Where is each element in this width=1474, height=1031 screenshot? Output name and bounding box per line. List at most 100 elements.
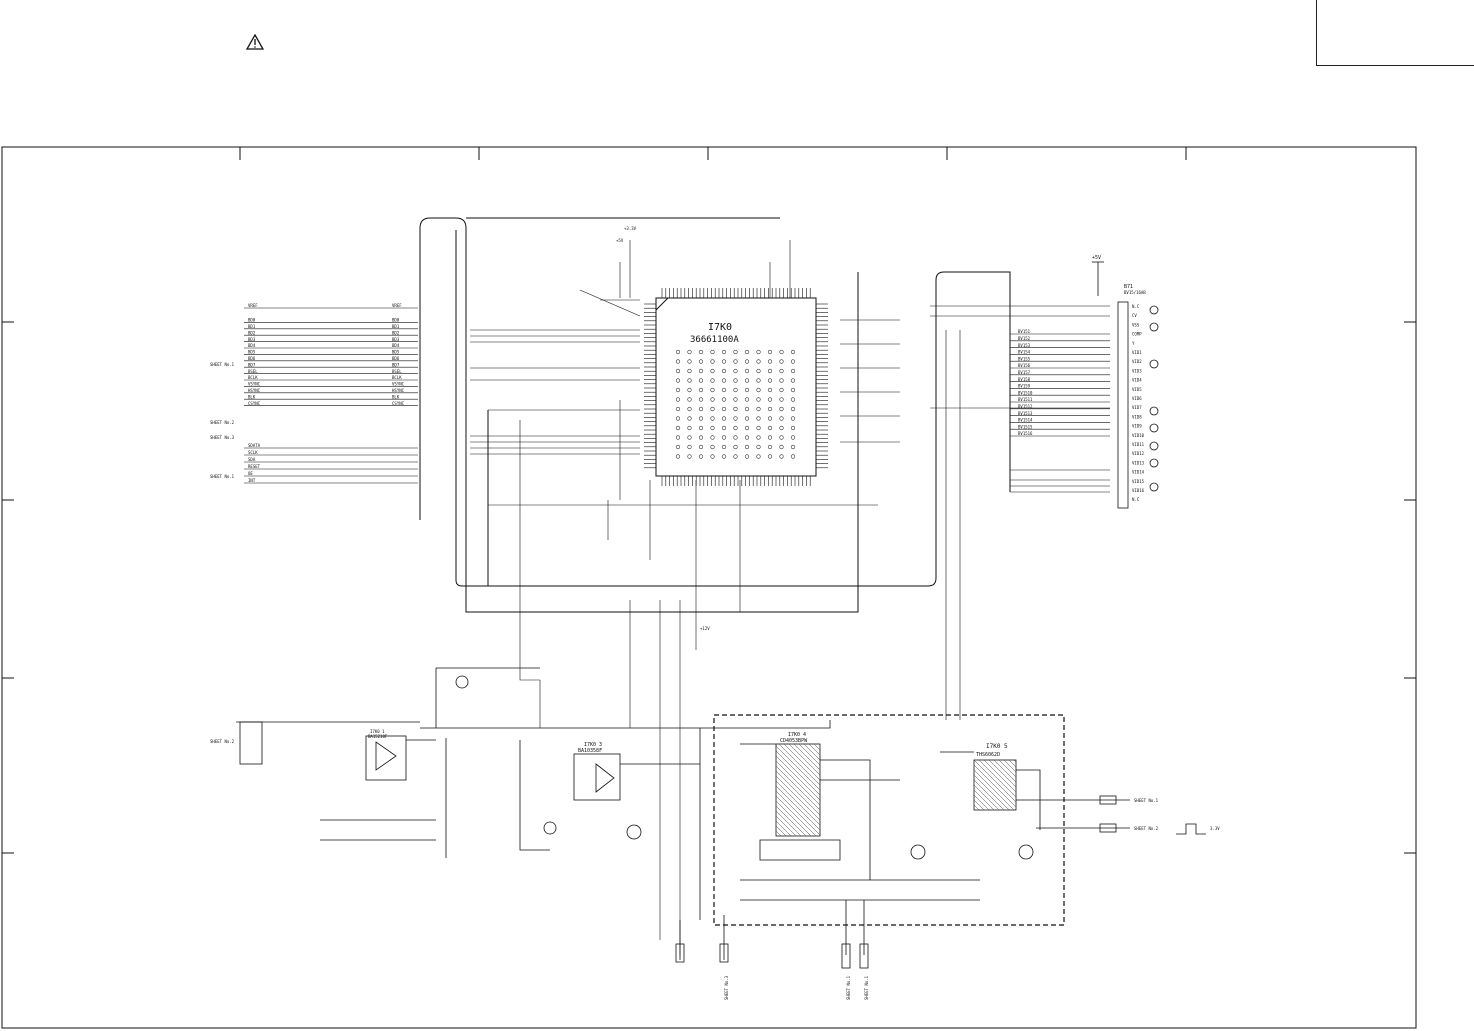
bga-ball [744, 397, 750, 402]
bga-ball [687, 406, 692, 412]
bga-ball [744, 378, 750, 383]
connector-pin-label: VID2 [1132, 359, 1142, 364]
bga-ball [767, 435, 773, 440]
bus-label: BV151 [1018, 329, 1031, 334]
bga-ball [687, 435, 692, 440]
bga-ball [744, 368, 750, 374]
bus-label: BV1516 [1018, 431, 1033, 436]
bga-ball [698, 359, 704, 364]
bga-ball [698, 368, 704, 374]
bga-ball [733, 378, 738, 383]
hatch-line [775, 785, 821, 831]
connector-ref: B71 [1124, 284, 1133, 290]
hatch-line [973, 759, 1017, 803]
bga-ball [721, 378, 727, 383]
title-block [1316, 0, 1474, 66]
bus-label: OE [248, 471, 253, 476]
bus-label: BV152 [1018, 336, 1031, 341]
bga-ball [744, 425, 750, 431]
bus-label: BV156 [1018, 363, 1031, 368]
bga-ball [675, 416, 681, 421]
bga-ball [710, 454, 715, 459]
bus-label: BD0 [248, 318, 256, 323]
ic1-part: BA15218F [368, 734, 388, 739]
hatch-line [775, 770, 821, 816]
bga-ball [767, 454, 773, 459]
bus-label: BV1511 [1018, 397, 1033, 402]
bga-ball [687, 425, 692, 431]
connector-pin-label: VID14 [1132, 470, 1145, 475]
bga-ball [733, 387, 738, 393]
bga-ball [687, 444, 692, 450]
hatch-line [788, 743, 821, 776]
bus-label: BV158 [1018, 377, 1031, 382]
bga-ball [675, 387, 681, 393]
connector-pin-label: VID15 [1132, 479, 1145, 484]
bga-ball [721, 349, 727, 355]
bga-ball [779, 406, 784, 412]
hatch-line [775, 825, 787, 837]
bga-ball [790, 349, 796, 355]
bga-ball [744, 387, 750, 393]
bga-ball [733, 454, 738, 459]
connector-pin-label: VID4 [1132, 378, 1142, 383]
bus-label: BD3 [392, 337, 400, 342]
bga-ball [733, 406, 738, 412]
bus-label: SDATA [248, 443, 261, 448]
drawing-frame [1, 146, 1417, 1029]
hatch-line [998, 759, 1017, 778]
sheet-label-5: SHEET No.2 [210, 739, 235, 744]
bga-ball [756, 416, 761, 421]
hatch-line [973, 784, 1000, 811]
bus-label: CSYNC [392, 401, 405, 406]
hatch-line [798, 743, 821, 766]
connector-pin-label: N.C [1132, 497, 1140, 502]
bga-ball [756, 454, 761, 459]
hatch-line [775, 750, 821, 796]
connector-pin-label: CV [1132, 313, 1137, 318]
bga-ball [710, 397, 715, 402]
hatch-line [775, 800, 812, 837]
ic1-body [365, 735, 407, 781]
bus-label: VREF [248, 303, 258, 308]
sheet-label-2: SHEET No.2 [210, 420, 235, 425]
dashed-module [713, 714, 1065, 926]
bga-ball [767, 406, 773, 412]
ic2-body [573, 753, 621, 801]
bga-ball [779, 425, 784, 431]
connector-pin-label: VID7 [1132, 405, 1142, 410]
rail-label-connector: +5V [1092, 255, 1101, 261]
bga-ball [767, 359, 773, 364]
bga-ball [710, 387, 715, 393]
bga-ball [790, 416, 796, 421]
hatch-line [803, 743, 821, 761]
bga-ball [721, 435, 727, 440]
ic4-part: THS6062D [976, 752, 1000, 758]
hatch-line [978, 759, 1017, 798]
bus-label: BD2 [392, 330, 400, 335]
hatch-line [983, 759, 1017, 793]
bus-label: BCLK [392, 375, 402, 380]
bga-ball [698, 378, 704, 383]
bga-ball [790, 406, 796, 412]
hatch-line [973, 769, 1015, 811]
bga-ball [756, 425, 761, 431]
bga-ball [767, 416, 773, 421]
bga-ball [675, 435, 681, 440]
bga-ball [756, 359, 761, 364]
bga-ball [779, 368, 784, 374]
bga-ball [790, 387, 796, 393]
hatch-line [1013, 759, 1017, 763]
bga-ball [733, 416, 738, 421]
hatch-line [818, 743, 821, 746]
bga-ball [721, 416, 727, 421]
bus-label: BLK [392, 394, 400, 399]
connector-pin-label: VID13 [1132, 460, 1145, 465]
bga-ball [698, 397, 704, 402]
bga-ball [767, 387, 773, 393]
rail-label-b: +5V [616, 238, 624, 243]
bus-label: BD5 [248, 350, 256, 355]
bga-ball [721, 406, 727, 412]
bga-ball [687, 397, 692, 402]
bga-ball [698, 406, 704, 412]
